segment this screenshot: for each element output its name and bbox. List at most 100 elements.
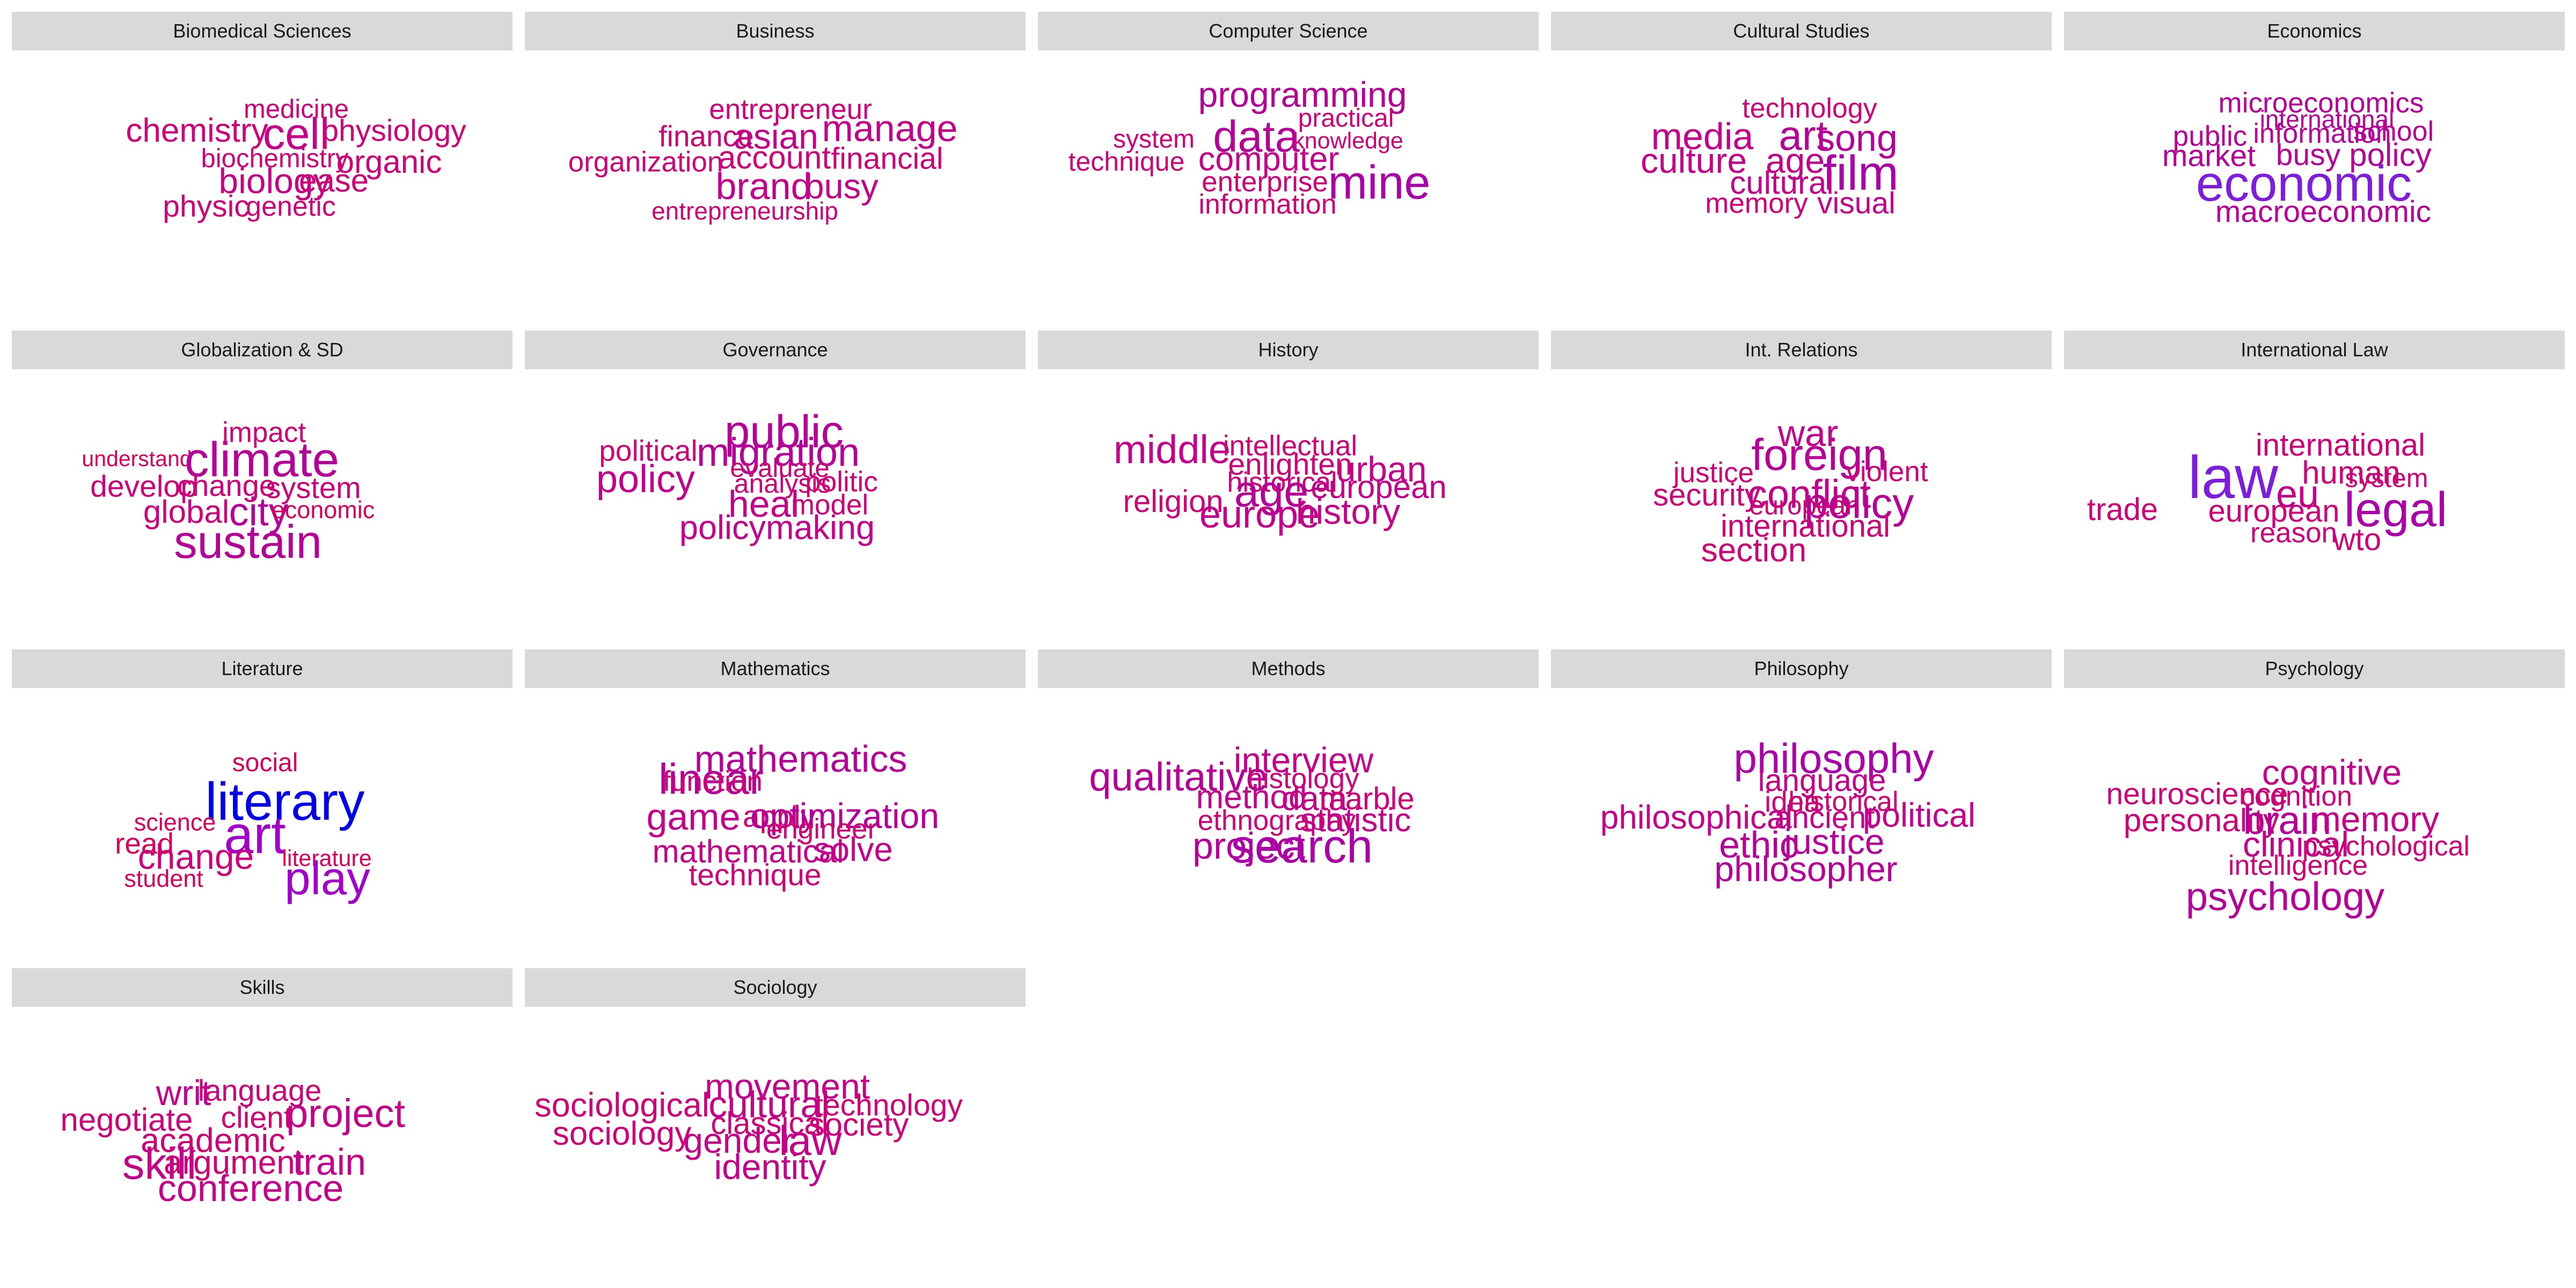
cloud-word: mathematical — [652, 833, 844, 869]
cloud-word: law — [779, 1117, 842, 1164]
cloud-word: account — [718, 140, 831, 175]
cloud-word: philosophy — [1733, 735, 1934, 782]
cloud-word: history — [1296, 492, 1401, 531]
cloud-word: economic — [271, 496, 375, 524]
cloud-word: entrepreneurship — [652, 197, 838, 225]
cloud-word: client — [221, 1100, 292, 1135]
cloud-word: apply — [742, 799, 816, 834]
cloud-word: social — [232, 749, 298, 777]
cloud-word: international — [2256, 428, 2425, 463]
cloud-word: literature — [282, 845, 372, 872]
cloud-word: age — [1765, 141, 1825, 180]
cloud-word: eu — [2275, 473, 2319, 516]
cloud-word: technique — [1068, 147, 1185, 177]
facet-strip-label: Psychology — [2064, 649, 2565, 688]
cloud-word: art — [1779, 112, 1828, 159]
cloud-word: memory — [1705, 187, 1808, 219]
facet-strip-label: Governance — [525, 331, 1026, 369]
cloud-word: economic — [2196, 155, 2412, 211]
cloud-word: organization — [568, 146, 723, 178]
cloud-word: gender — [683, 1121, 794, 1160]
cloud-word: sustain — [174, 516, 322, 568]
cloud-word: international — [1721, 509, 1890, 544]
cloud-word: reason — [2250, 517, 2338, 549]
cloud-word: public — [2172, 120, 2248, 152]
cloud-word: religion — [1123, 484, 1224, 519]
cloud-word: writ — [156, 1073, 211, 1113]
cloud-word: chemistry — [126, 112, 268, 149]
cloud-word: practical — [1298, 104, 1394, 133]
cloud-word: violent — [1846, 456, 1928, 488]
cloud-word: ethic — [1719, 824, 1798, 866]
cloud-word: technology — [1742, 93, 1877, 124]
cloud-word: information — [2253, 118, 2391, 149]
cloud-word: technique — [689, 858, 822, 892]
cloud-word: classical — [711, 1106, 829, 1141]
cloud-word: wto — [2332, 522, 2382, 557]
cloud-word: play — [284, 852, 370, 905]
cloud-word: medicine — [243, 94, 349, 124]
cloud-word: student — [124, 865, 203, 892]
cloud-word: cultural — [1730, 165, 1834, 201]
cloud-word: engineer — [766, 813, 877, 845]
facet-strip-label: Methods — [1038, 649, 1539, 688]
facet-strip-label: History — [1038, 331, 1539, 369]
facet-strip-label: Cultural Studies — [1551, 12, 2052, 50]
cloud-word: method — [1196, 779, 1307, 816]
cloud-word: biochemistry — [201, 144, 349, 173]
cloud-word: statistic — [1300, 802, 1411, 839]
facet-strip-label: Computer Science — [1038, 12, 1539, 50]
cloud-word: macroeconomic — [2215, 194, 2432, 229]
cloud-word: linear — [658, 755, 764, 803]
cloud-word: philosopher — [1714, 849, 1898, 889]
cloud-word: physic — [163, 189, 250, 224]
cloud-word: biology — [218, 161, 331, 201]
cloud-word: political — [1862, 796, 1976, 835]
cloud-word: ancient — [1774, 800, 1875, 835]
cloud-word: visual — [1817, 186, 1896, 221]
cloud-word: physiology — [321, 113, 466, 148]
cloud-word: section — [1701, 532, 1807, 569]
cloud-word: political — [599, 434, 698, 467]
cloud-word: identity — [714, 1147, 826, 1187]
cloud-word: ethnography — [1197, 804, 1356, 837]
cloud-word: human — [2302, 455, 2401, 491]
cloud-word: brain — [2243, 798, 2332, 843]
cloud-word: search — [1231, 819, 1373, 873]
facet-strip-label: Biomedical Sciences — [12, 12, 513, 50]
cloud-word: evaluate — [730, 453, 830, 483]
cloud-word: climate — [184, 433, 340, 487]
cloud-word: war — [1777, 412, 1839, 454]
cloud-word: programming — [1198, 75, 1407, 114]
cloud-word: legal — [2344, 482, 2448, 537]
cloud-word: justice — [1673, 457, 1754, 489]
cloud-word: song — [1816, 117, 1898, 159]
cloud-word: personality — [2123, 802, 2280, 838]
cloud-word: system — [2345, 464, 2428, 493]
cloud-word: science — [134, 808, 216, 836]
cloud-word: train — [292, 1141, 367, 1183]
cloud-word: language — [197, 1073, 322, 1107]
cloud-word: cognitive — [2262, 752, 2402, 792]
cloud-word: enlighten — [1228, 447, 1352, 482]
cloud-word: conflict — [1747, 472, 1871, 516]
cloud-word: policy — [2349, 137, 2432, 173]
cloud-word: school — [2353, 116, 2434, 147]
